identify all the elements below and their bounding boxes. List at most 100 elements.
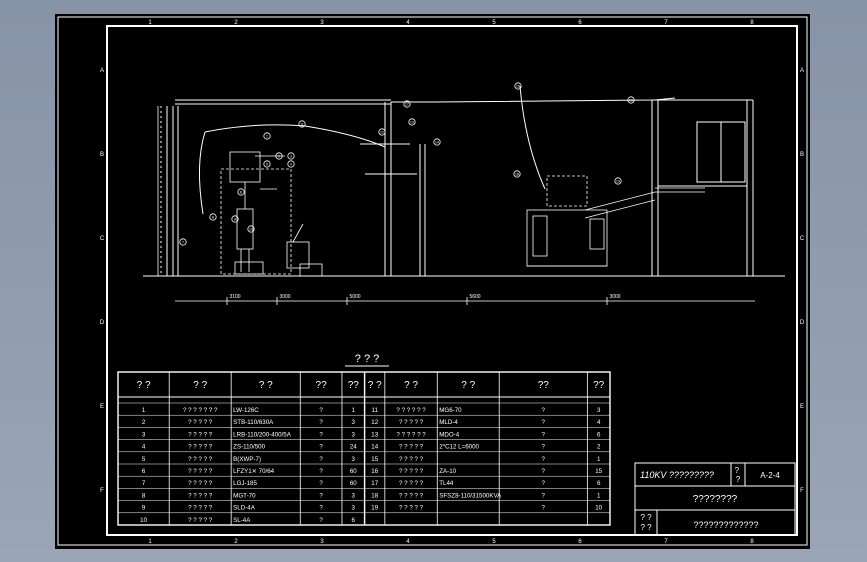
zone-column-mark: 5 xyxy=(492,539,496,545)
zone-column-mark: 3 xyxy=(320,20,324,26)
table-cell: 60 xyxy=(350,468,357,475)
table-cell: 15 xyxy=(595,468,602,475)
callout-circle xyxy=(231,215,239,223)
dimension-label: 3100 xyxy=(229,294,240,300)
zone-row-mark: A xyxy=(100,68,104,74)
table-header-cell: ? ? xyxy=(137,380,151,391)
table-cell: ? xyxy=(319,517,323,524)
table-cell: 3 xyxy=(142,431,146,438)
table-cell: 12 xyxy=(371,419,378,426)
zone-column-mark: 8 xyxy=(750,539,754,545)
sheet-mark-line: ? xyxy=(735,466,740,475)
zone-row-mark: F xyxy=(100,488,104,494)
zone-column-mark: 7 xyxy=(664,539,668,545)
table-header-cell: ?? xyxy=(348,380,360,391)
table-cell: ? xyxy=(319,444,323,451)
table-cell: 6 xyxy=(597,480,601,487)
callout-circle xyxy=(263,132,271,140)
table-cell: ZS-110/500 xyxy=(233,444,265,451)
table-cell: 9 xyxy=(142,505,146,512)
table-cell: ? ? ? ? ? xyxy=(399,505,424,512)
table-cell: 10 xyxy=(140,517,147,524)
zone-column-mark: 1 xyxy=(148,539,152,545)
table-header-cell: ? ? xyxy=(404,380,418,391)
project-title: 110KV ????????? xyxy=(640,470,714,480)
zone-row-mark: A xyxy=(800,68,804,74)
zone-column-mark: 6 xyxy=(578,20,582,26)
left-gantry xyxy=(160,99,392,276)
zone-column-mark: 4 xyxy=(406,20,410,26)
table-cell: ? xyxy=(542,480,546,487)
side-label: ? ? xyxy=(640,523,652,532)
main-transformer xyxy=(526,175,705,277)
table-cell: 7 xyxy=(142,480,146,487)
callout-number: 11 xyxy=(300,123,304,127)
table-header-cell: ? ? xyxy=(461,380,475,391)
table-cell: 6 xyxy=(597,431,601,438)
table-cell: ? ? ? ? ? xyxy=(399,468,424,475)
table-cell: 1 xyxy=(597,456,601,463)
table-cell: 3 xyxy=(597,407,601,414)
table-cell: 3 xyxy=(352,431,356,438)
switchgear-bay xyxy=(220,151,323,277)
table-cell: 2 xyxy=(597,444,601,451)
table-cell: SLD-4A xyxy=(233,505,256,512)
table-cell: ? ? ? ? ? xyxy=(399,444,424,451)
table-cell: SFSZ8-110/31500KVA xyxy=(439,492,502,499)
zone-column-mark: 4 xyxy=(406,539,410,545)
table-cell: 6 xyxy=(352,517,356,524)
table-cell: ? xyxy=(542,444,546,451)
title-block xyxy=(634,462,796,536)
table-header-cell: ?? xyxy=(316,380,328,391)
table-cell: 3 xyxy=(352,456,356,463)
callout-circle xyxy=(287,152,295,160)
table-cell: ? ? ? ? ? xyxy=(188,480,213,487)
middle-pole xyxy=(360,143,426,276)
table-cell: ? xyxy=(319,407,323,414)
callout-number: 12 xyxy=(380,131,384,135)
table-cell: 19 xyxy=(371,505,378,512)
table-cell: ? xyxy=(319,468,323,475)
callout-number: 3 xyxy=(290,155,292,159)
zone-column-mark: 1 xyxy=(148,20,152,26)
table-cell: ? ? ? ? ? xyxy=(188,419,213,426)
table-cell: MLD-4 xyxy=(439,419,458,426)
table-cell: 6 xyxy=(142,468,146,475)
callout-circle xyxy=(209,213,217,221)
zone-row-mark: B xyxy=(100,152,104,158)
table-cell: 18 xyxy=(371,492,378,499)
outer-frame xyxy=(57,16,808,546)
table-cell: ? xyxy=(542,492,546,499)
callout-number: 8 xyxy=(240,191,242,195)
callout-circle xyxy=(378,128,386,136)
table-cell: 2*C12 L=6000 xyxy=(439,444,479,451)
callout-number: 7 xyxy=(182,241,184,245)
callout-number: 17 xyxy=(405,103,409,107)
callout-circle xyxy=(263,160,271,168)
table-cell: ? xyxy=(319,505,323,512)
top-conductor xyxy=(391,97,676,103)
sheet-mark: ? ? xyxy=(735,466,742,484)
table-cell: 11 xyxy=(372,407,379,414)
table-header-cell: ?? xyxy=(593,380,605,391)
zone-column-mark: 6 xyxy=(578,539,582,545)
table-cell: ? xyxy=(319,456,323,463)
table-cell: ZA-10 xyxy=(439,468,456,475)
zone-row-mark: E xyxy=(800,404,804,410)
table-cell: 2 xyxy=(142,419,146,426)
zone-row-mark: F xyxy=(800,488,804,494)
table-cell: ? ? ? ? ? ? ? xyxy=(183,407,218,414)
table-cell: ? ? ? ? ? xyxy=(399,419,424,426)
callout-circle xyxy=(403,100,411,108)
table-header-cell: ?? xyxy=(538,380,550,391)
callout-number: 13 xyxy=(410,121,414,125)
zone-column-mark: 2 xyxy=(234,20,238,26)
table-cell: 1 xyxy=(142,407,146,414)
zone-column-mark: 7 xyxy=(664,20,668,26)
table-cell: ? ? ? ? ? xyxy=(188,431,213,438)
zone-column-mark: 8 xyxy=(750,20,754,26)
zone-row-mark: D xyxy=(800,320,805,326)
